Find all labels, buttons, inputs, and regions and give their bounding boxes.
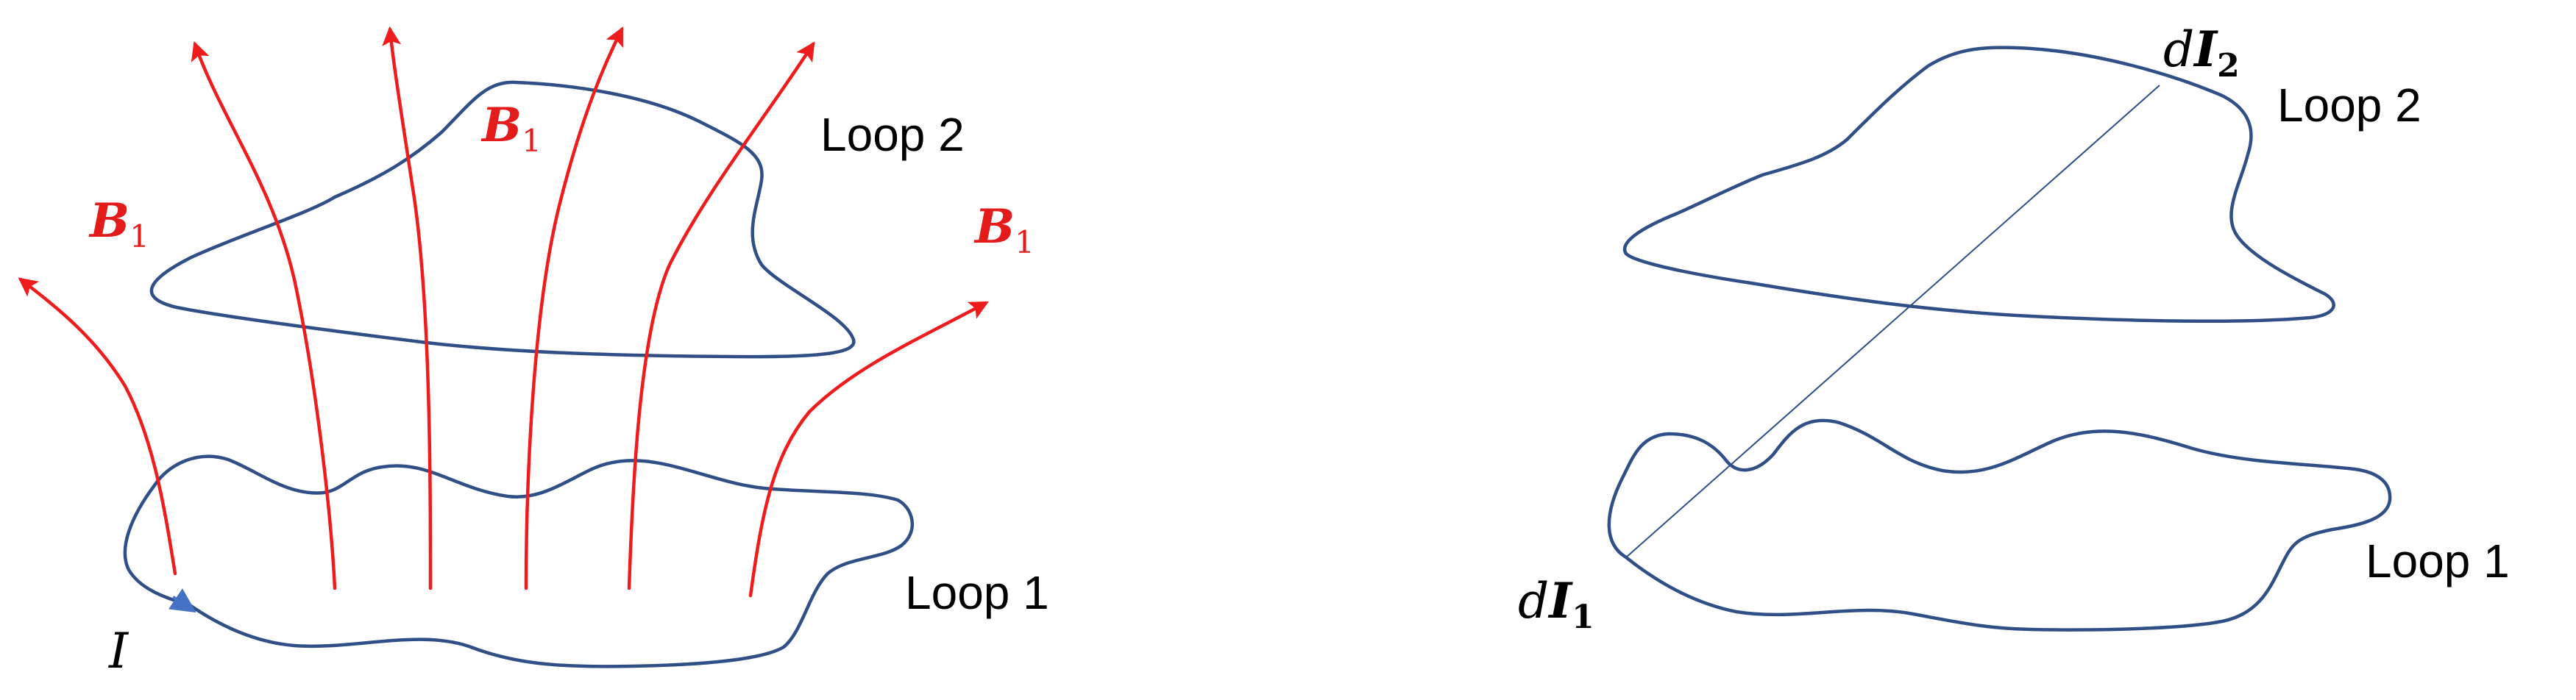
current-direction-arrow — [168, 588, 196, 613]
right-panel: Loop 2 Loop 1 dI2 dI1 — [1518, 21, 2510, 636]
field-line-2 — [191, 40, 337, 590]
loop2-label-left: Loop 2 — [820, 108, 965, 161]
current-label: I — [108, 623, 129, 679]
loop2-curve-right — [1623, 46, 2335, 324]
loop2-curve-left — [149, 80, 856, 359]
field-label-left: B1 — [88, 193, 149, 254]
field-line-1 — [18, 277, 177, 576]
left-panel: B1 B1 B1 Loop 2 Loop 1 I — [18, 26, 1049, 679]
separation-line — [1625, 85, 2160, 558]
field-line-4 — [524, 26, 624, 590]
field-line-3 — [382, 26, 433, 590]
element-dI2-label: dI2 — [2163, 21, 2240, 85]
loop1-curve-right — [1607, 418, 2392, 632]
field-line-5 — [627, 41, 815, 590]
field-label-center: B1 — [480, 98, 542, 159]
loop1-label-left: Loop 1 — [905, 566, 1049, 619]
loop1-label-right: Loop 1 — [2366, 535, 2510, 588]
loop2-label-right: Loop 2 — [2277, 79, 2421, 132]
element-dI1-label: dI1 — [1518, 572, 1594, 636]
field-label-right: B1 — [973, 199, 1035, 260]
field-line-6 — [748, 301, 989, 598]
loop1-curve-left — [123, 454, 915, 668]
